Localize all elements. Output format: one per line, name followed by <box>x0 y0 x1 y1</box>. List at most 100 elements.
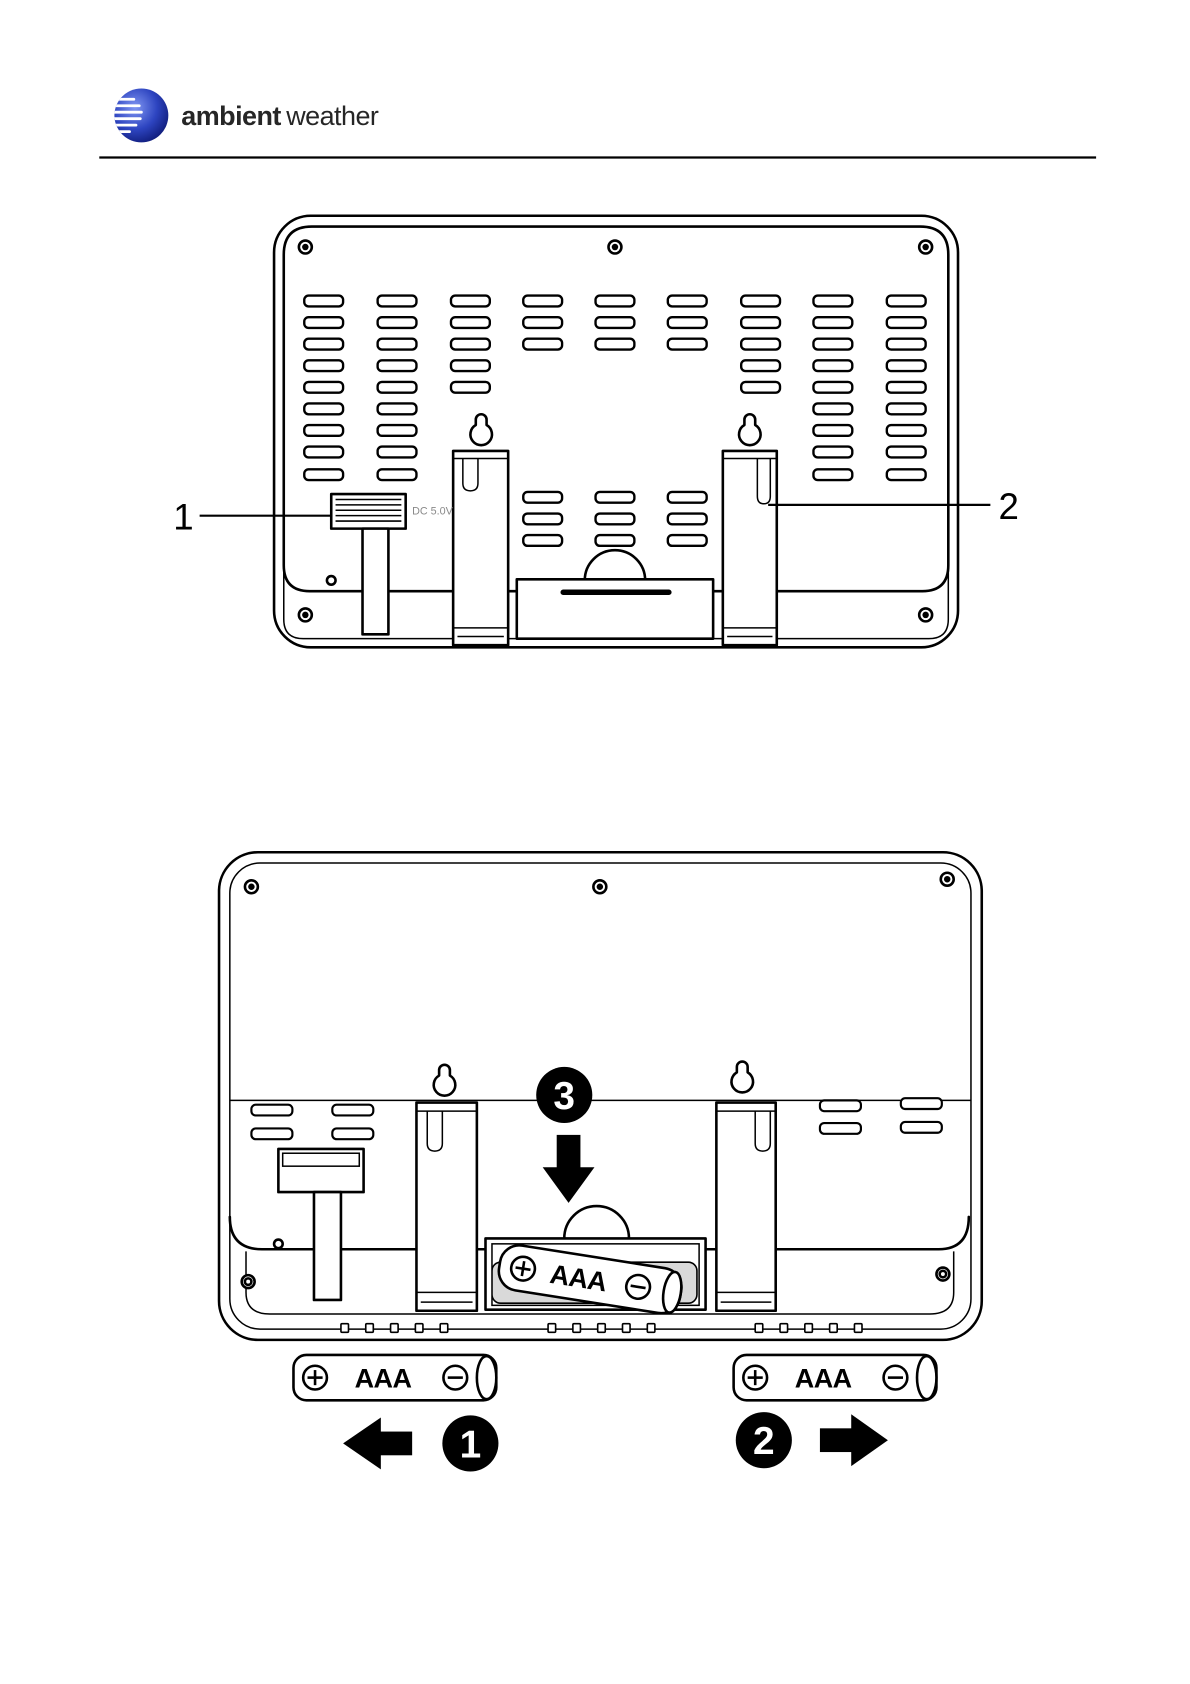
vent-slot <box>304 360 343 371</box>
vent-slot <box>887 382 926 393</box>
vent-slot <box>741 339 780 350</box>
vent-slot <box>820 1123 861 1134</box>
vent-slot <box>451 296 490 307</box>
vent-slot <box>332 1105 373 1116</box>
vent-slot <box>378 403 417 414</box>
keyhole-hanger-right <box>731 1062 753 1093</box>
vent-slot <box>523 339 562 350</box>
vent-slot <box>304 382 343 393</box>
reset-hole <box>327 576 336 585</box>
vent-slot <box>378 296 417 307</box>
vent-slot <box>451 382 490 393</box>
vent-slot <box>668 296 707 307</box>
vent-slot <box>668 535 707 546</box>
step-3-marker: 3 <box>536 1067 592 1123</box>
bottom-vent-slot <box>854 1324 862 1333</box>
power-jack <box>331 494 405 634</box>
stand-leg-right <box>716 1103 775 1311</box>
vent-slot <box>596 296 635 307</box>
vent-slot <box>251 1105 292 1116</box>
screw <box>919 241 932 254</box>
figure-rear-view: DC 5.0V 1 2 <box>173 216 1019 648</box>
globe-icon <box>114 88 168 142</box>
plus-terminal-icon <box>743 1366 767 1390</box>
vent-slot <box>887 360 926 371</box>
vent-slot <box>251 1128 292 1139</box>
vent-slot <box>813 296 852 307</box>
vent-slot <box>668 514 707 525</box>
vent-slot <box>596 535 635 546</box>
screw <box>941 873 954 886</box>
battery-compartment-door <box>517 550 713 638</box>
vent-slot <box>813 360 852 371</box>
vent-slot <box>523 317 562 328</box>
vent-grille <box>251 1098 941 1139</box>
screw <box>593 880 606 893</box>
vent-slot <box>813 317 852 328</box>
battery-right: AAA <box>734 1355 937 1400</box>
screw <box>242 1275 255 1288</box>
bottom-vent-slot <box>366 1324 374 1333</box>
arrow-left-icon <box>343 1418 412 1470</box>
vent-slot <box>378 382 417 393</box>
arrow-down-icon <box>543 1135 595 1203</box>
vent-slot <box>668 339 707 350</box>
vent-slot <box>741 360 780 371</box>
vent-slot <box>451 317 490 328</box>
vent-slot <box>813 382 852 393</box>
vent-slot <box>304 403 343 414</box>
reset-hole <box>274 1240 283 1249</box>
vent-slot <box>304 447 343 458</box>
vent-slot <box>668 492 707 503</box>
bottom-vent-slot <box>573 1324 581 1333</box>
figure-battery-installation: AAA 3 AAA <box>219 852 982 1471</box>
vent-slot <box>332 1128 373 1139</box>
power-cable <box>314 1192 341 1300</box>
vent-slot <box>378 425 417 436</box>
vent-slot <box>596 317 635 328</box>
vent-slot <box>523 535 562 546</box>
vent-slot <box>378 447 417 458</box>
screw <box>919 608 932 621</box>
step-number: 2 <box>753 1420 775 1463</box>
plus-terminal-icon <box>303 1366 327 1390</box>
vent-slot <box>378 339 417 350</box>
screw <box>299 241 312 254</box>
stand-leg-left <box>453 451 508 645</box>
vent-slot <box>887 317 926 328</box>
step-1-marker: 1 <box>442 1415 498 1471</box>
vent-slot <box>523 296 562 307</box>
vent-slot <box>596 492 635 503</box>
vent-slot <box>887 425 926 436</box>
logo-word-bold: ambient <box>181 101 281 131</box>
keyhole-hanger-left <box>470 414 492 445</box>
step-2-marker: 2 <box>736 1412 792 1468</box>
screw <box>245 880 258 893</box>
bottom-vent-slot <box>598 1324 606 1333</box>
power-cable <box>363 529 389 635</box>
power-jack <box>278 1149 363 1300</box>
bottom-vent-slot <box>623 1324 631 1333</box>
callout-label-2: 2 <box>999 486 1019 527</box>
vent-slot <box>741 296 780 307</box>
keyhole-hanger-right <box>739 414 761 445</box>
bottom-vent-slot <box>391 1324 399 1333</box>
keyhole-hanger-left <box>434 1065 456 1096</box>
vent-slot <box>813 339 852 350</box>
vent-slot <box>378 317 417 328</box>
stand-leg-right <box>723 451 777 645</box>
arrow-right-icon <box>820 1414 888 1466</box>
step-number: 3 <box>553 1075 575 1118</box>
vent-slot <box>378 360 417 371</box>
callout-label-1: 1 <box>173 497 193 538</box>
minus-terminal-icon <box>443 1366 467 1390</box>
vent-slot <box>304 317 343 328</box>
vent-slot <box>887 447 926 458</box>
vent-slot <box>813 403 852 414</box>
battery-left: AAA <box>293 1355 496 1400</box>
screw <box>608 241 621 254</box>
screw <box>936 1268 949 1281</box>
